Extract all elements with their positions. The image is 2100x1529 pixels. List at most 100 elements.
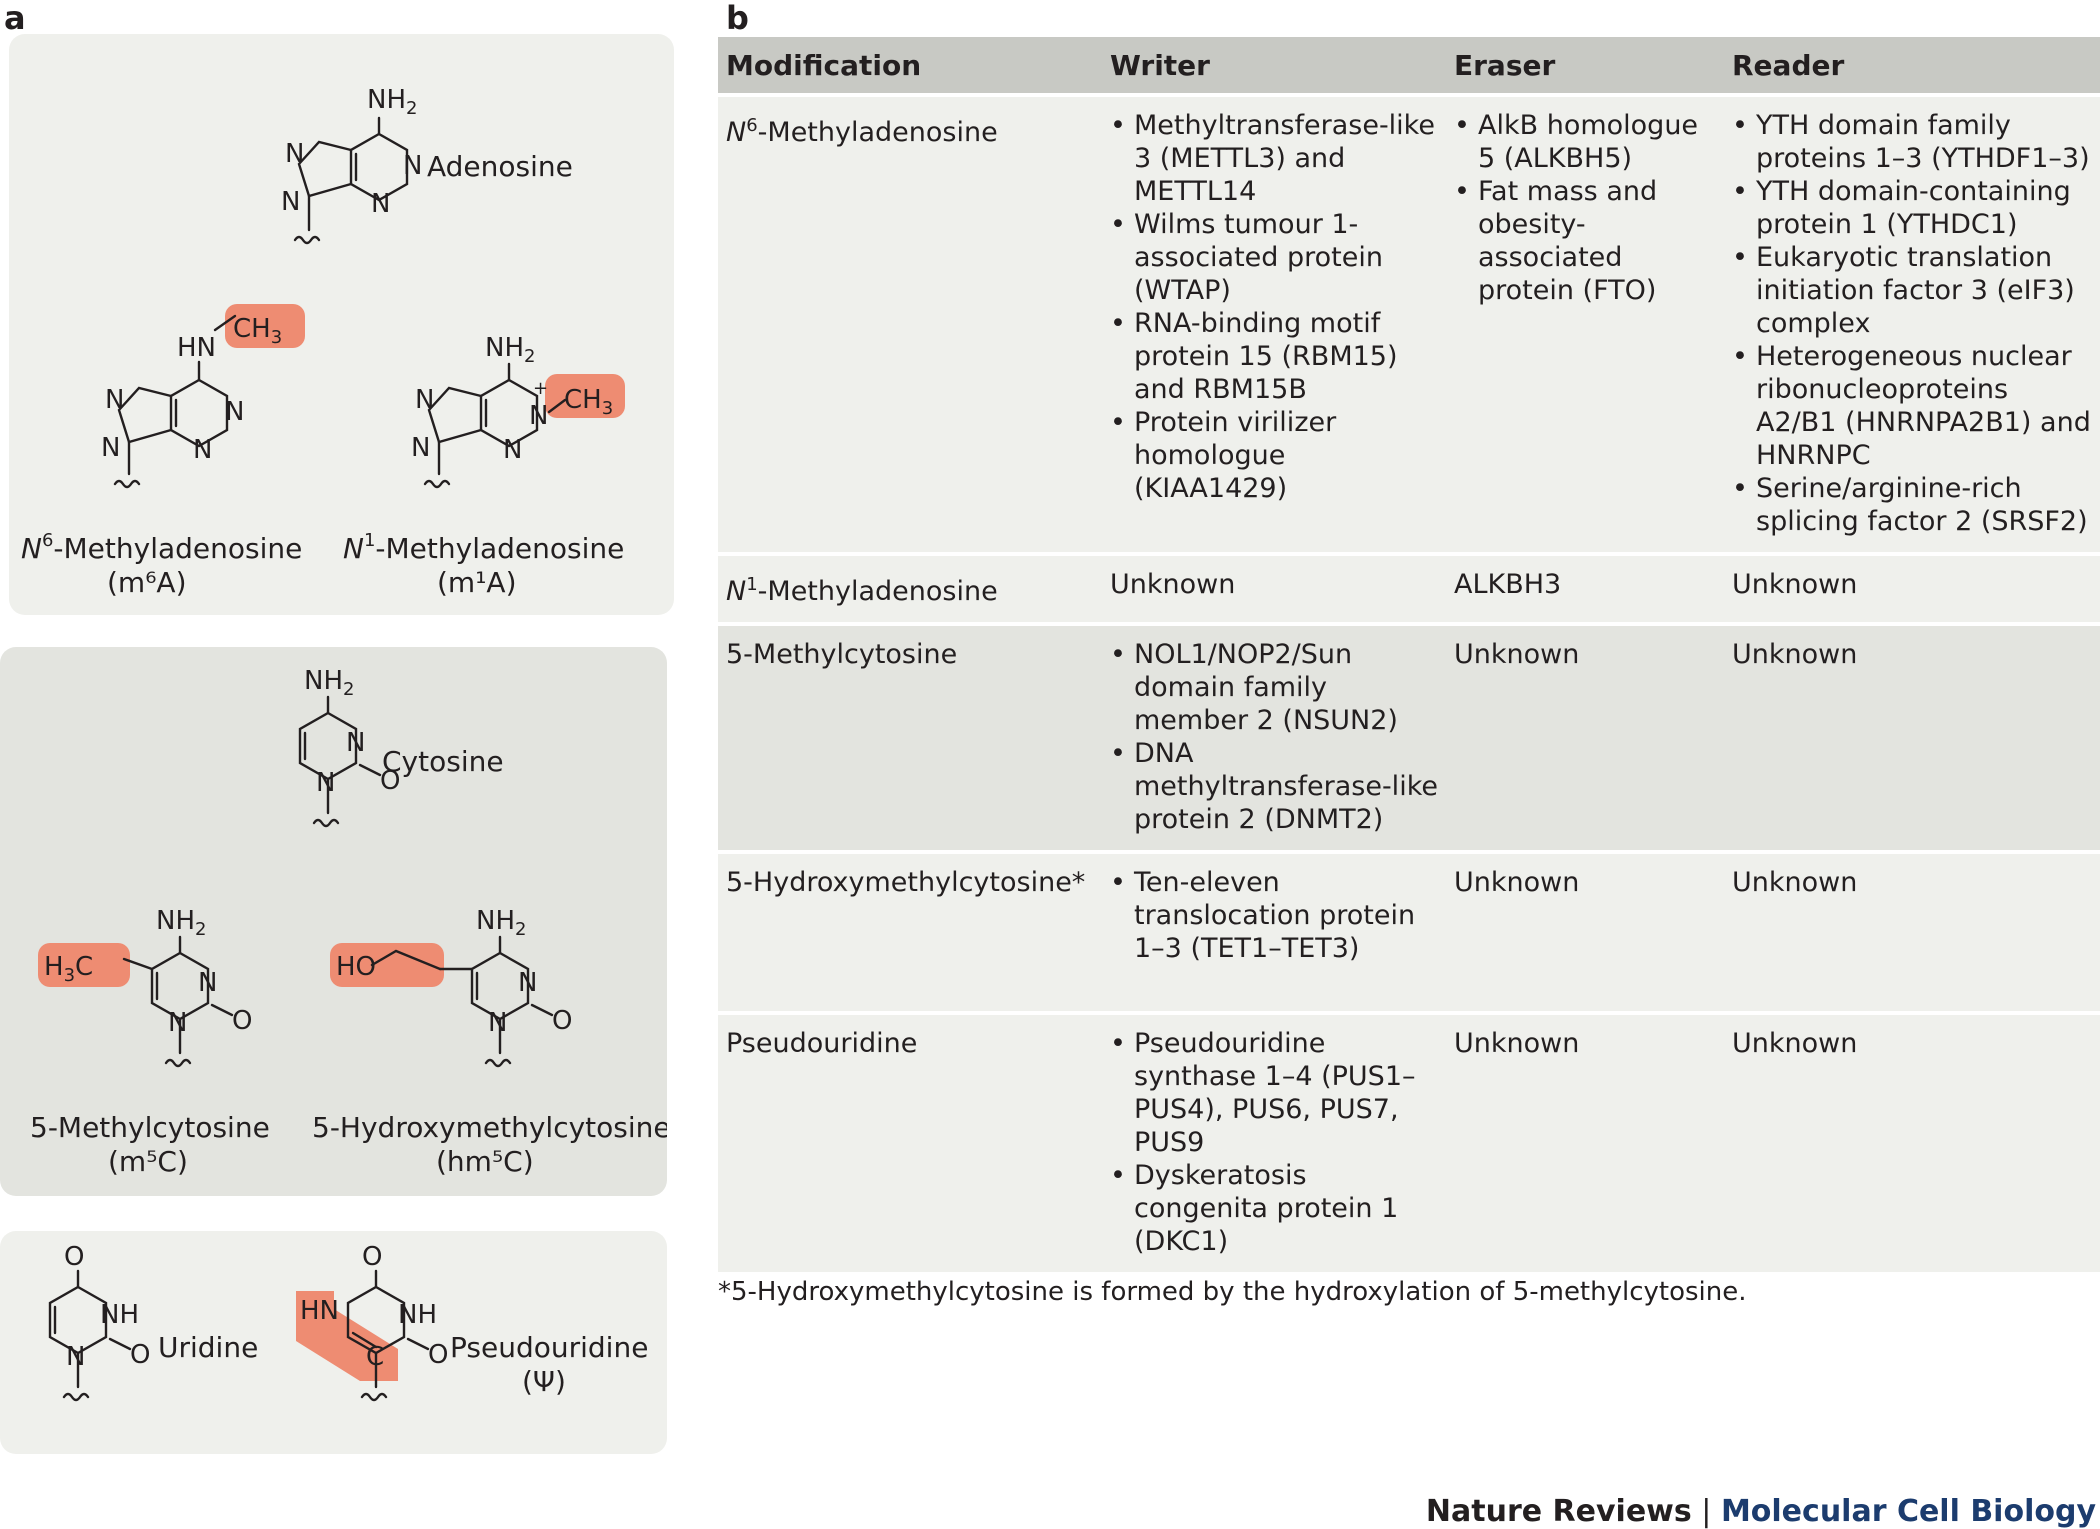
modification-cell: N1-Methyladenosine: [718, 556, 1102, 626]
column-header-eraser: Eraser: [1446, 37, 1724, 97]
svg-text:NH2: NH2: [476, 906, 526, 940]
svg-text:H3C: H3C: [44, 952, 93, 986]
svg-text:O: O: [130, 1340, 150, 1370]
journal-name: Nature Reviews: [1425, 1494, 1692, 1529]
list-item: DNA methyltransferase-like protein 2 (DN…: [1110, 737, 1438, 836]
m5c-abbr: (m⁵C): [108, 1145, 188, 1178]
list-item: Dyskeratosis congenita protein 1 (DKC1): [1110, 1159, 1438, 1258]
svg-text:HN: HN: [300, 1296, 339, 1326]
svg-text:N: N: [168, 1008, 187, 1038]
hm5c-structure: HO NH2 N N O 5-Hydroxymethylcytosine (hm…: [312, 906, 667, 1178]
svg-text:N: N: [488, 1008, 507, 1038]
column-header-modification: Modification: [718, 37, 1102, 97]
list-item: RNA-binding motif protein 15 (RBM15) and…: [1110, 307, 1438, 406]
adenosine-label: Adenosine: [427, 150, 573, 183]
methyl-highlight: [38, 943, 130, 987]
pseudouridine-label: Pseudouridine: [450, 1331, 648, 1364]
svg-text:N: N: [101, 433, 120, 463]
journal-branding: Nature Reviews | Molecular Cell Biology: [1426, 1494, 2096, 1529]
cytosine-structures: NH2 N N O Cytosine H3C NH2 N N O: [30, 666, 667, 1178]
table-row: 5-Hydroxymethylcytosine* Ten-eleven tran…: [718, 854, 2100, 1015]
cytosine-label: Cytosine: [382, 745, 504, 778]
modification-cell: Pseudouridine: [718, 1015, 1102, 1276]
m1a-structure: CH3 NH2 N + N N N N1-Methyladenosine (m¹…: [343, 333, 625, 599]
writer-cell: Unknown: [1102, 556, 1446, 626]
n-label: N: [371, 189, 390, 219]
svg-text:N: N: [198, 968, 217, 998]
svg-text:O: O: [64, 1242, 84, 1272]
svg-text:N: N: [193, 435, 212, 465]
panel-letter-a: a: [4, 0, 26, 37]
psi-label: (Ψ): [522, 1365, 566, 1398]
list-item: NOL1/NOP2/Sun domain family member 2 (NS…: [1110, 638, 1438, 737]
list-item: Fat mass and obesity-associated protein …: [1454, 175, 1716, 307]
svg-text:N: N: [66, 1342, 85, 1372]
table-header-row: Modification Writer Eraser Reader: [718, 37, 2100, 97]
eraser-cell: ALKBH3: [1446, 556, 1724, 626]
m6a-name: N6-Methyladenosine: [21, 530, 302, 565]
svg-text:N: N: [518, 968, 537, 998]
list-item: Serine/arginine-rich splicing factor 2 (…: [1732, 472, 2092, 538]
list-item: Wilms tumour 1-associated protein (WTAP): [1110, 208, 1438, 307]
svg-text:O: O: [428, 1340, 448, 1370]
list-item: Ten-eleven translocation protein 1–3 (TE…: [1110, 866, 1438, 965]
svg-text:O: O: [232, 1006, 252, 1036]
svg-text:HO: HO: [336, 952, 376, 982]
m1a-abbr: (m¹A): [437, 566, 517, 599]
svg-text:N: N: [411, 433, 430, 463]
reader-cell: Unknown: [1724, 626, 2100, 854]
table-row: N6-Methyladenosine Methyltransferase-lik…: [718, 97, 2100, 556]
hm5c-name: 5-Hydroxymethylcytosine: [312, 1111, 667, 1144]
purine-structures: NH2 N N N N Adenosine CH3 HN N N N N N6-…: [21, 85, 625, 599]
table-row: 5-Methylcytosine NOL1/NOP2/Sun domain fa…: [718, 626, 2100, 854]
list-item: Heterogeneous nuclear ribonucleoproteins…: [1732, 340, 2092, 472]
cytosine-structure: NH2 N N O Cytosine: [298, 666, 504, 828]
svg-text:C: C: [366, 1342, 384, 1372]
list-item: AlkB homologue 5 (ALKBH5): [1454, 109, 1716, 175]
m5c-name: 5-Methylcytosine: [30, 1111, 270, 1144]
n-label: N: [281, 187, 300, 217]
hydroxymethyl-highlight: [330, 943, 444, 987]
m6a-abbr: (m⁶A): [107, 566, 187, 599]
svg-text:HN: HN: [177, 333, 216, 363]
table-row: N1-Methyladenosine Unknown ALKBH3 Unknow…: [718, 556, 2100, 626]
svg-text:O: O: [552, 1006, 572, 1036]
reader-cell: YTH domain family proteins 1–3 (YTHDF1–3…: [1724, 97, 2100, 556]
svg-text:N: N: [415, 385, 434, 415]
methyl-highlight: [545, 374, 625, 418]
svg-text:NH2: NH2: [304, 666, 354, 700]
journal-section: Molecular Cell Biology: [1720, 1494, 2096, 1529]
purines-panel: NH2 N N N N Adenosine CH3 HN N N N N N6-…: [9, 34, 674, 615]
writer-cell: Pseudouridine synthase 1–4 (PUS1–PUS4), …: [1102, 1015, 1446, 1276]
eraser-cell: AlkB homologue 5 (ALKBH5) Fat mass and o…: [1446, 97, 1724, 556]
cytosines-panel: NH2 N N O Cytosine H3C NH2 N N O: [0, 647, 667, 1196]
svg-text:N: N: [105, 385, 124, 415]
writer-cell: NOL1/NOP2/Sun domain family member 2 (NS…: [1102, 626, 1446, 854]
reader-cell: Unknown: [1724, 1015, 2100, 1276]
svg-text:+: +: [533, 378, 548, 399]
svg-text:N: N: [225, 397, 244, 427]
eraser-cell: Unknown: [1446, 1015, 1724, 1276]
modification-cell: 5-Hydroxymethylcytosine*: [718, 854, 1102, 1015]
m6a-structure: CH3 HN N N N N N6-Methyladenosine (m⁶A): [21, 304, 305, 599]
svg-text:NH: NH: [398, 1300, 437, 1330]
uridine-structures: O NH N O Uridine O NH HN C O Pseu: [48, 1242, 648, 1402]
modifications-table: Modification Writer Eraser Reader N6-Met…: [718, 37, 2100, 1276]
methyl-highlight: [225, 304, 305, 348]
reader-cell: Unknown: [1724, 556, 2100, 626]
svg-text:NH2: NH2: [156, 906, 206, 940]
m5c-structure: H3C NH2 N N O 5-Methylcytosine (m⁵C): [30, 906, 270, 1178]
reader-cell: Unknown: [1724, 854, 2100, 1015]
svg-text:N: N: [503, 435, 522, 465]
modifications-table-panel: Modification Writer Eraser Reader N6-Met…: [718, 37, 2100, 1276]
panel-letter-b: b: [726, 0, 749, 37]
uridine-label: Uridine: [158, 1331, 258, 1364]
modification-cell: N6-Methyladenosine: [718, 97, 1102, 556]
writer-cell: Methyltransferase-like 3 (METTL3) and ME…: [1102, 97, 1446, 556]
hm5c-abbr: (hm⁵C): [436, 1145, 534, 1178]
n-label: N: [285, 139, 304, 169]
list-item: Pseudouridine synthase 1–4 (PUS1–PUS4), …: [1110, 1027, 1438, 1159]
svg-text:N: N: [529, 401, 548, 431]
modification-cell: 5-Methylcytosine: [718, 626, 1102, 854]
writer-cell: Ten-eleven translocation protein 1–3 (TE…: [1102, 854, 1446, 1015]
